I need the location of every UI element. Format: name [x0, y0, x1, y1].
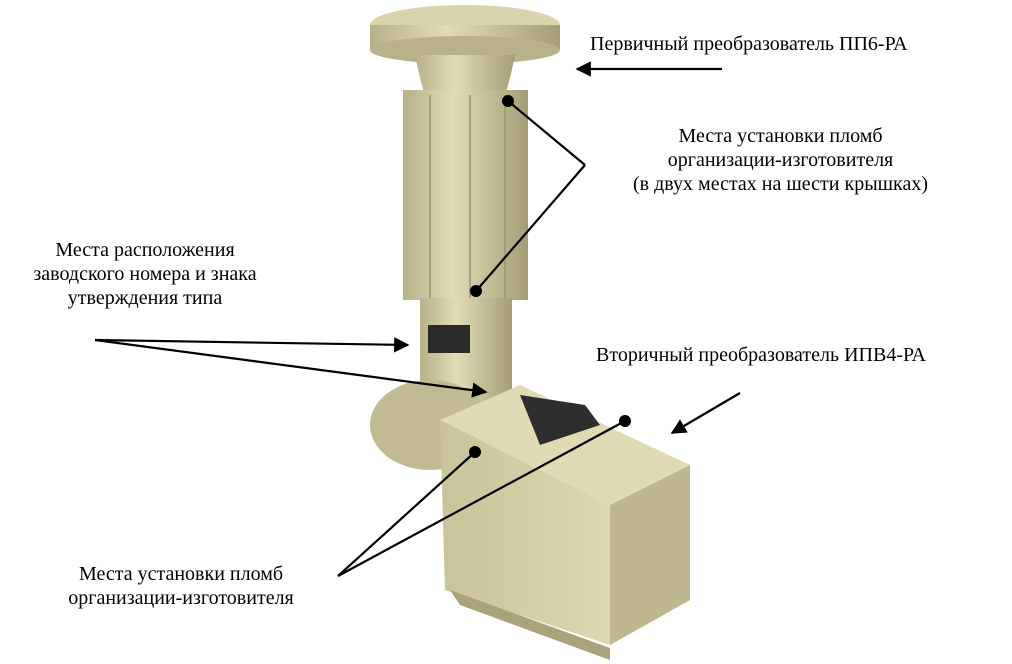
- bottom-seals-line: организации-изготовителя: [68, 587, 294, 609]
- bottom-seals-line: Места установки пломб: [78, 563, 284, 585]
- seal-markers: [469, 95, 631, 458]
- top-seals-line: (в двух местах на шести крышках): [633, 173, 928, 195]
- secondary-transducer-label: Вторичный преобразователь ИПВ4-РА: [596, 344, 926, 366]
- serial-line: Места расположения: [55, 239, 235, 261]
- bottom-seals-label: Места установки пломб организации-изгото…: [36, 562, 326, 610]
- nameplate: [520, 395, 600, 445]
- serial-number-label: Места расположения заводского номера и з…: [0, 238, 290, 310]
- top-seals-line: Места установки пломб: [678, 125, 883, 147]
- callout-lines: [94, 61, 741, 577]
- primary-transducer-label: Первичный преобразователь ПП6-РА: [590, 33, 908, 55]
- top-seals-line: организации-изготовителя: [667, 149, 894, 171]
- serial-line: утверждения типа: [67, 287, 223, 309]
- secondary-transducer: [440, 385, 690, 660]
- top-seals-label: Места установки пломб организации-изгото…: [588, 124, 973, 196]
- serial-line: заводского номера и знака: [33, 263, 257, 285]
